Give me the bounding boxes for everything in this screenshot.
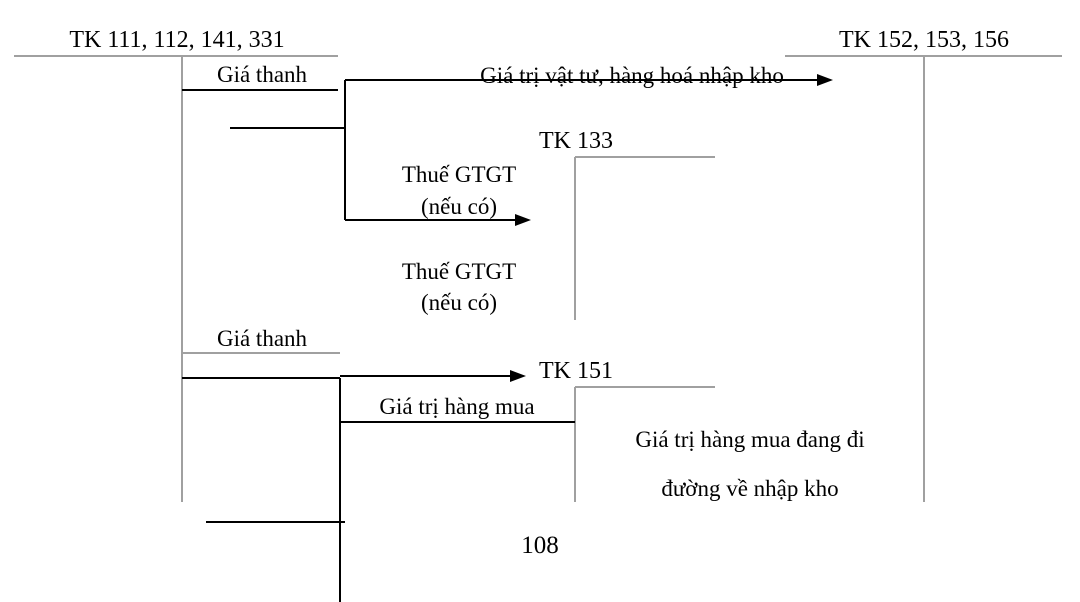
cash-payables-account-label: TK 111, 112, 141, 331 (69, 27, 284, 53)
purchase-value-label: Giá trị hàng mua (379, 394, 534, 419)
vat-account-label: TK 133 (539, 128, 613, 154)
vat-entry-arrowhead (515, 214, 531, 226)
payment-value-label-2: Giá thanh (217, 326, 308, 351)
inventory-entry-arrowhead (817, 74, 833, 86)
payment-value-label-1: Giá thanh (217, 62, 308, 87)
vat-label-1-line1: Thuế GTGT (402, 162, 516, 187)
materials-received-label: Giá trị vật tư, hàng hoá nhập kho (480, 63, 784, 88)
page-number: 108 (521, 532, 559, 559)
vat-label-2-line2: (nếu có) (421, 290, 497, 315)
in-transit-label-line1: Giá trị hàng mua đang đi (635, 427, 864, 452)
transit-entry-arrowhead (510, 370, 526, 382)
in-transit-label-line2: đường về nhập kho (661, 476, 838, 501)
goods-in-transit-account-label: TK 151 (539, 358, 613, 384)
vat-label-1-line2: (nếu có) (421, 194, 497, 219)
inventory-account-label: TK 152, 153, 156 (839, 27, 1009, 53)
vat-label-2-line1: Thuế GTGT (402, 259, 516, 284)
